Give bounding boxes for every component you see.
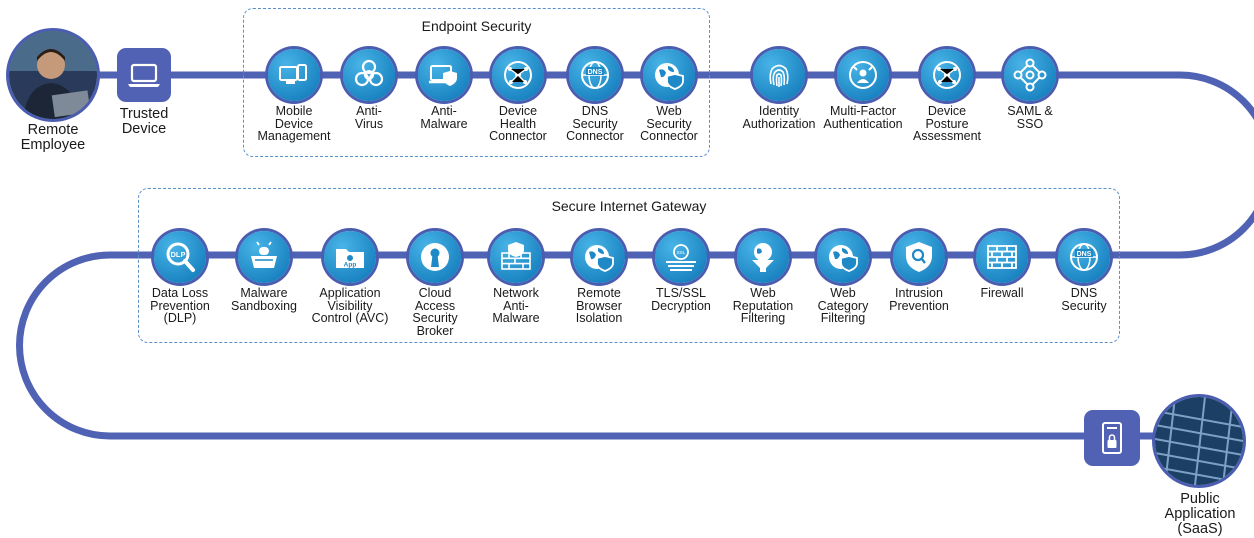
keyhole-icon: [409, 231, 461, 283]
trusted-device-icon: [117, 48, 171, 102]
node-label: Web Reputation Filtering: [732, 286, 794, 325]
public-application-label: Public Application (SaaS): [1164, 491, 1236, 537]
data-center-icon: [1155, 397, 1243, 485]
node-label: DNS Security Connector: [566, 104, 624, 143]
network-hub-icon: [1004, 49, 1056, 101]
node-label: Data Loss Prevention (DLP): [150, 286, 210, 325]
app-folder-icon: App: [324, 231, 376, 283]
fingerprint-icon: [753, 49, 805, 101]
shield-search-icon: [893, 231, 945, 283]
ssl-icon: SSL: [655, 231, 707, 283]
globe-shield-icon: [573, 231, 625, 283]
node-label: Intrusion Prevention: [889, 286, 949, 313]
node-label: Application Visibility Control (AVC): [311, 286, 389, 325]
globe-funnel-icon: [737, 231, 789, 283]
node-label: TLS/SSL Decryption: [651, 286, 711, 313]
node-label: Identity Authorization: [742, 104, 816, 131]
trusted-device-label: Trusted Device: [119, 106, 169, 137]
node-label: Multi-Factor Authentication: [823, 104, 903, 131]
node-label: Web Security Connector: [640, 104, 698, 143]
sandbox-bug-icon: [238, 231, 290, 283]
svg-text:SSL: SSL: [677, 250, 686, 255]
secure-internet-gateway-group: [138, 188, 1120, 343]
endpoint-security-title: Endpoint Security: [421, 18, 532, 34]
wall-shield-icon: [490, 231, 542, 283]
node-label: Device Posture Assessment: [912, 104, 982, 143]
node-label: Anti- Virus: [354, 104, 384, 131]
firewall-icon: [976, 231, 1028, 283]
globe-shield-icon: [817, 231, 869, 283]
person-photo-icon: [9, 31, 97, 119]
globe-shield-icon: [643, 49, 695, 101]
node-label: Network Anti- Malware: [492, 286, 540, 325]
dns-globe-icon: DNS: [569, 49, 621, 101]
node-label: DNS Security: [1061, 286, 1107, 313]
node-label: Firewall: [980, 286, 1024, 300]
biohazard-icon: [343, 49, 395, 101]
dns-globe-icon: DNS: [1058, 231, 1110, 283]
svg-text:DNS: DNS: [1077, 251, 1092, 258]
endpoint-security-group: [243, 8, 710, 157]
node-label: SAML & SSO: [1007, 104, 1053, 131]
public-application-image: [1155, 397, 1243, 485]
dlp-magnifier-icon: DLP: [154, 231, 206, 283]
server-lock-icon: [1084, 410, 1140, 466]
remote-employee-label: Remote Employee: [20, 122, 86, 153]
node-label: Mobile Device Management: [257, 104, 331, 143]
node-label: Device Health Connector: [489, 104, 547, 143]
node-label: Cloud Access Security Broker: [412, 286, 458, 338]
svg-text:DNS: DNS: [588, 69, 603, 76]
mfa-user-icon: [837, 49, 889, 101]
flow-path: [16, 71, 1254, 440]
node-label: Remote Browser Isolation: [575, 286, 623, 325]
network-globe-icon: [492, 49, 544, 101]
svg-text:DLP: DLP: [171, 250, 186, 259]
remote-employee-avatar: [9, 31, 97, 119]
node-label: Web Category Filtering: [817, 286, 869, 325]
laptop-icon: [128, 63, 160, 87]
secure-internet-gateway-title: Secure Internet Gateway: [551, 198, 707, 214]
network-globe-icon: [921, 49, 973, 101]
laptop-shield-icon: [418, 49, 470, 101]
svg-text:App: App: [344, 262, 357, 269]
mobile-devices-icon: [268, 49, 320, 101]
node-label: Anti- Malware: [420, 104, 468, 131]
node-label: Malware Sandboxing: [230, 286, 298, 313]
